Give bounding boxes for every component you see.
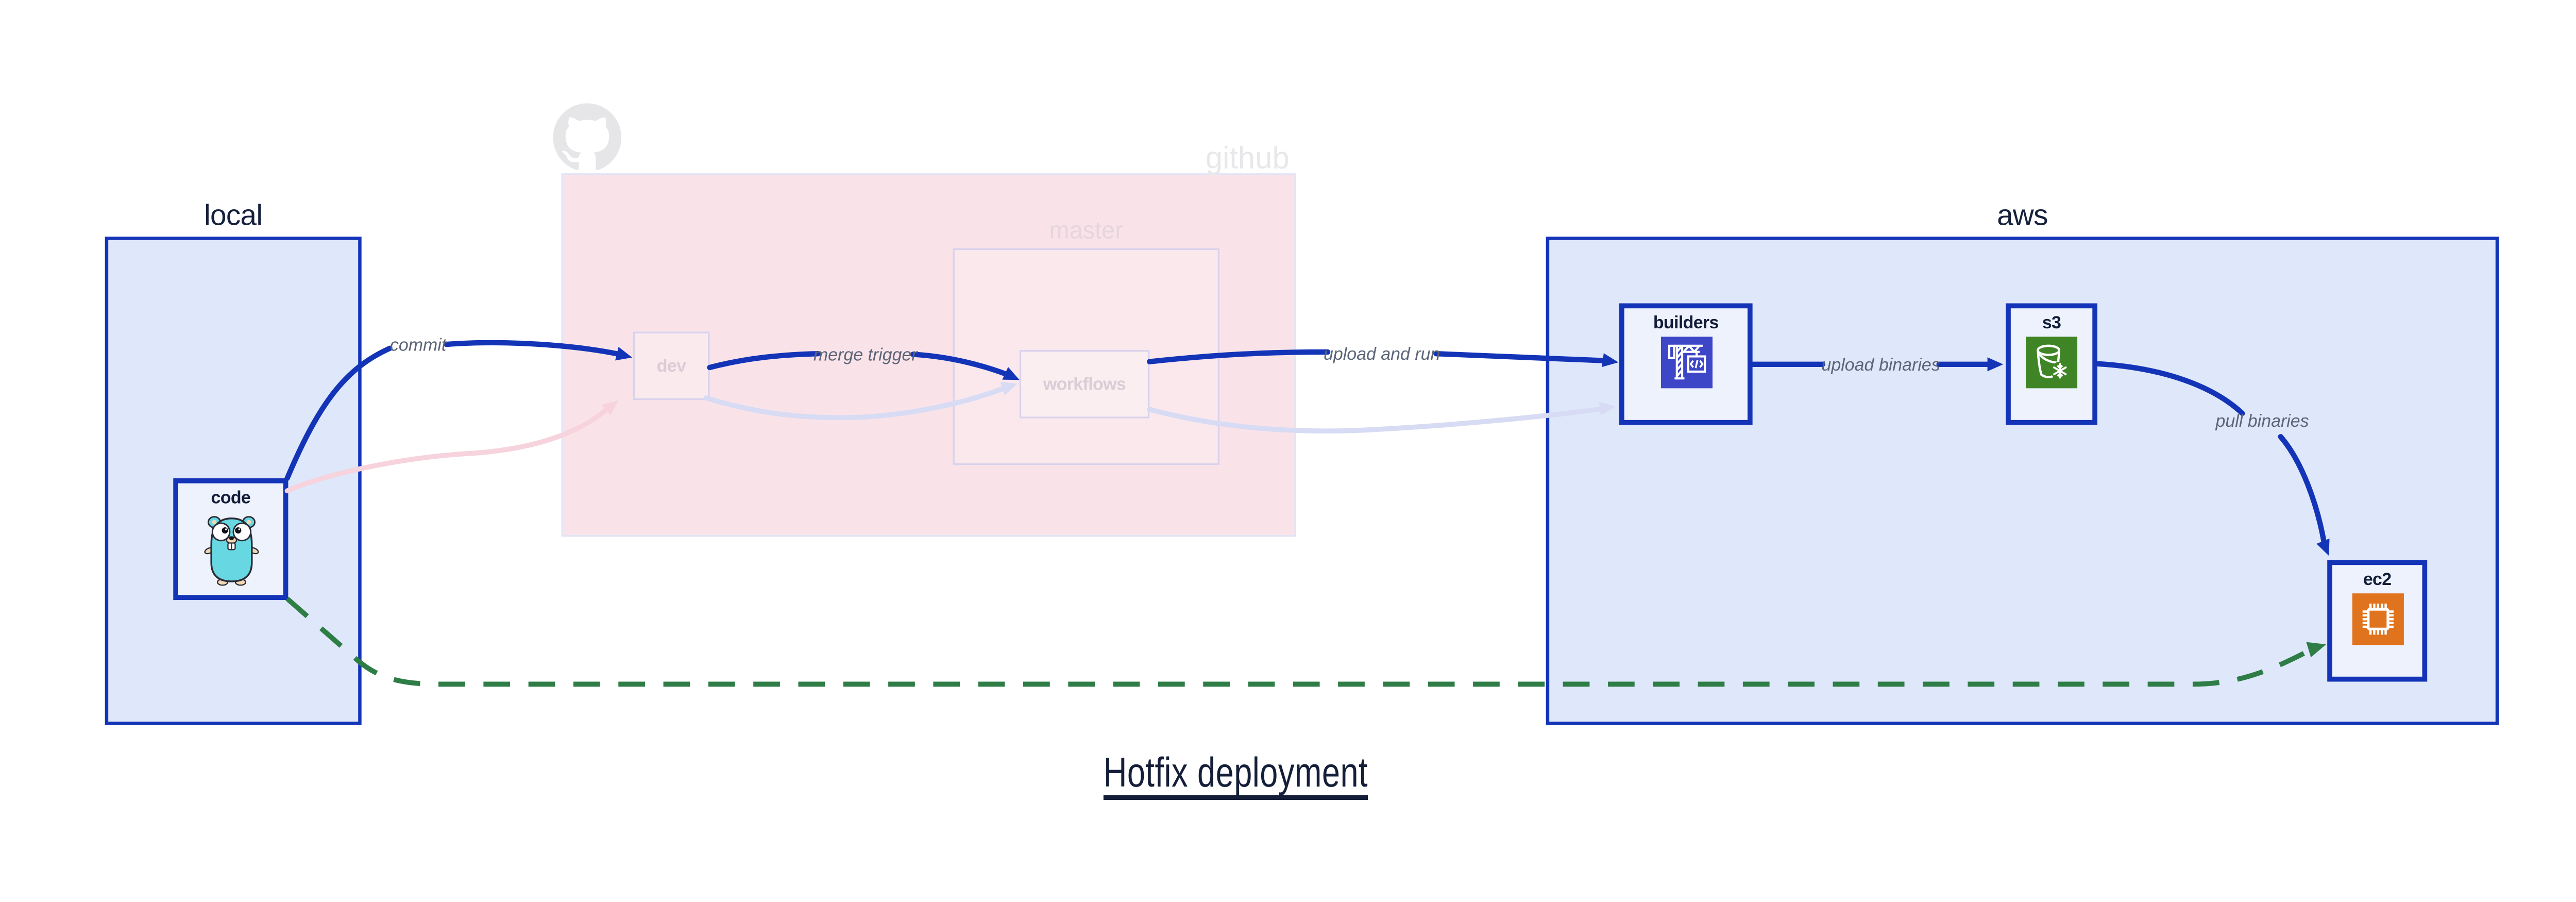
edge-label-upload-and-run: upload and run bbox=[1324, 344, 1440, 364]
node-label-workflows: workflows bbox=[1043, 374, 1126, 394]
edge-upload-binaries-arrowhead bbox=[1987, 357, 2004, 372]
edge-merge-trigger bbox=[707, 350, 1009, 377]
edge-label-commit: commit bbox=[390, 336, 447, 355]
edge-upload-and-run-arrowhead bbox=[1602, 353, 1619, 368]
edge-commit bbox=[284, 340, 621, 481]
node-label-builders: builders bbox=[1653, 313, 1719, 333]
ec2-chip-icon bbox=[2351, 593, 2403, 645]
edge-commit-arrowhead bbox=[615, 346, 633, 361]
edge-merge-trigger-arrowhead bbox=[1002, 366, 1020, 380]
node-label-code: code bbox=[211, 488, 251, 509]
node-ec2: ec2 bbox=[2327, 560, 2428, 682]
edge-label-merge-trigger: merge trigger bbox=[814, 345, 919, 364]
edge-label-upload-binaries: upload binaries bbox=[1822, 355, 1940, 375]
edge-pull-binaries-arrowhead bbox=[2316, 538, 2330, 556]
edge-pull-binaries bbox=[2093, 361, 2327, 545]
node-label-s3: s3 bbox=[2042, 313, 2061, 333]
group-label-github: github bbox=[1205, 140, 1290, 175]
github-octocat-icon bbox=[553, 103, 622, 170]
go-gopher-icon bbox=[203, 516, 258, 586]
group-label-aws: aws bbox=[1997, 198, 2048, 232]
group-label-local: local bbox=[204, 198, 263, 232]
edge-code-to-dev-faded bbox=[284, 406, 610, 494]
s3-glacier-bucket-icon bbox=[2025, 337, 2078, 389]
edge-hotfix-arrowhead bbox=[2306, 642, 2326, 658]
node-code: code bbox=[173, 478, 289, 600]
node-label-dev: dev bbox=[656, 356, 686, 376]
node-builders: builders bbox=[1619, 303, 1753, 425]
diagram-title: Hotfix deployment bbox=[936, 750, 1536, 798]
edge-workflows-to-builders-faded bbox=[1147, 406, 1604, 434]
node-workflows: workflows bbox=[1019, 350, 1150, 419]
node-s3: s3 bbox=[2006, 303, 2097, 425]
edge-hotfix-dashed bbox=[285, 596, 2314, 687]
group-label-master: master bbox=[1049, 218, 1123, 245]
codebuild-crane-icon bbox=[1660, 337, 1712, 389]
edge-dev-to-workflows-faded bbox=[704, 386, 1007, 421]
node-label-ec2: ec2 bbox=[2363, 570, 2392, 590]
edge-label-pull-binaries: pull binaries bbox=[2215, 411, 2309, 431]
edge-upload-and-run bbox=[1146, 349, 1607, 364]
edge-workflows-to-builders-faded-arrowhead bbox=[1599, 402, 1616, 416]
edge-code-to-dev-faded-arrowhead bbox=[602, 400, 619, 416]
edge-dev-to-workflows-faded-arrowhead bbox=[1000, 381, 1018, 395]
diagram-title-text: Hotfix deployment bbox=[1104, 750, 1368, 797]
